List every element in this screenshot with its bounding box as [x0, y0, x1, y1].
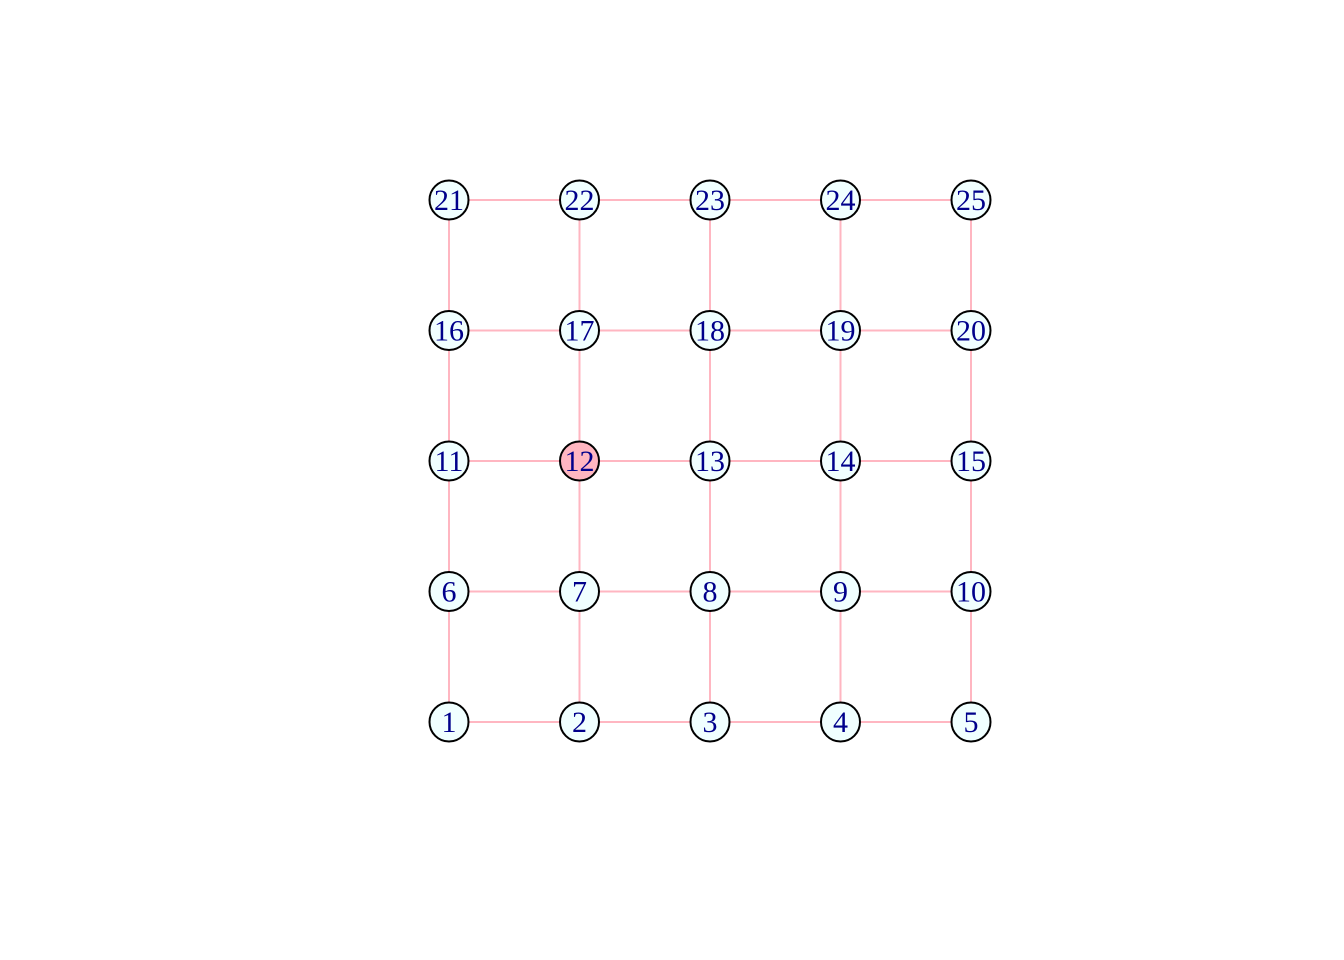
node-label: 3: [703, 706, 718, 739]
node-20: 20: [950, 310, 992, 351]
node-3: 3: [689, 701, 731, 743]
node-21: 21: [428, 179, 470, 221]
edges-layer: [448, 199, 972, 723]
node-circle: [559, 440, 600, 482]
node-circle: [820, 179, 861, 221]
node-22: 22: [559, 179, 600, 221]
node-label: 6: [442, 576, 457, 609]
node-5: 5: [950, 701, 992, 743]
node-label: 9: [833, 576, 848, 609]
node-label: 20: [956, 315, 986, 348]
node-label: 5: [964, 706, 979, 739]
node-13: 13: [689, 440, 731, 482]
node-label: 24: [826, 184, 856, 217]
node-11: 11: [428, 440, 470, 482]
node-circle: [950, 701, 992, 743]
node-1: 1: [428, 701, 470, 743]
node-circle: [428, 440, 470, 482]
node-circle: [428, 179, 470, 221]
node-8: 8: [689, 571, 731, 612]
node-circle: [559, 701, 600, 743]
node-23: 23: [689, 179, 731, 221]
node-circle: [820, 440, 861, 482]
node-circle: [689, 310, 731, 351]
node-circle: [559, 310, 600, 351]
node-4: 4: [820, 701, 861, 743]
node-circle: [559, 571, 600, 612]
node-label: 16: [434, 315, 464, 348]
node-circle: [820, 310, 861, 351]
node-7: 7: [559, 571, 600, 612]
node-9: 9: [820, 571, 861, 612]
node-label: 15: [956, 445, 986, 478]
node-circle: [689, 571, 731, 612]
node-14: 14: [820, 440, 861, 482]
node-label: 12: [565, 445, 595, 478]
node-label: 18: [695, 315, 725, 348]
node-label: 2: [572, 706, 587, 739]
node-circle: [428, 701, 470, 743]
node-label: 23: [695, 184, 725, 217]
node-17: 17: [559, 310, 600, 351]
node-label: 25: [956, 184, 986, 217]
node-circle: [950, 310, 992, 351]
node-circle: [428, 310, 470, 351]
node-label: 22: [565, 184, 595, 217]
node-circle: [689, 701, 731, 743]
node-circle: [950, 440, 992, 482]
node-6: 6: [428, 571, 470, 612]
node-circle: [559, 179, 600, 221]
node-circle: [689, 440, 731, 482]
node-label: 8: [703, 576, 718, 609]
node-25: 25: [950, 179, 992, 221]
node-circle: [820, 701, 861, 743]
node-label: 7: [572, 576, 587, 609]
node-label: 14: [826, 445, 856, 478]
node-label: 1: [442, 706, 457, 739]
node-18: 18: [689, 310, 731, 351]
node-circle: [689, 179, 731, 221]
node-16: 16: [428, 310, 470, 351]
node-label: 11: [435, 445, 464, 478]
node-12: 12: [559, 440, 600, 482]
node-circle: [428, 571, 470, 612]
node-label: 4: [833, 706, 848, 739]
node-label: 10: [956, 576, 986, 609]
node-label: 17: [565, 315, 595, 348]
node-24: 24: [820, 179, 861, 221]
node-10: 10: [950, 571, 992, 612]
node-label: 21: [434, 184, 464, 217]
node-19: 19: [820, 310, 861, 351]
node-circle: [950, 179, 992, 221]
node-2: 2: [559, 701, 600, 743]
node-label: 13: [695, 445, 725, 478]
node-circle: [950, 571, 992, 612]
node-15: 15: [950, 440, 992, 482]
node-circle: [820, 571, 861, 612]
node-label: 19: [826, 315, 856, 348]
